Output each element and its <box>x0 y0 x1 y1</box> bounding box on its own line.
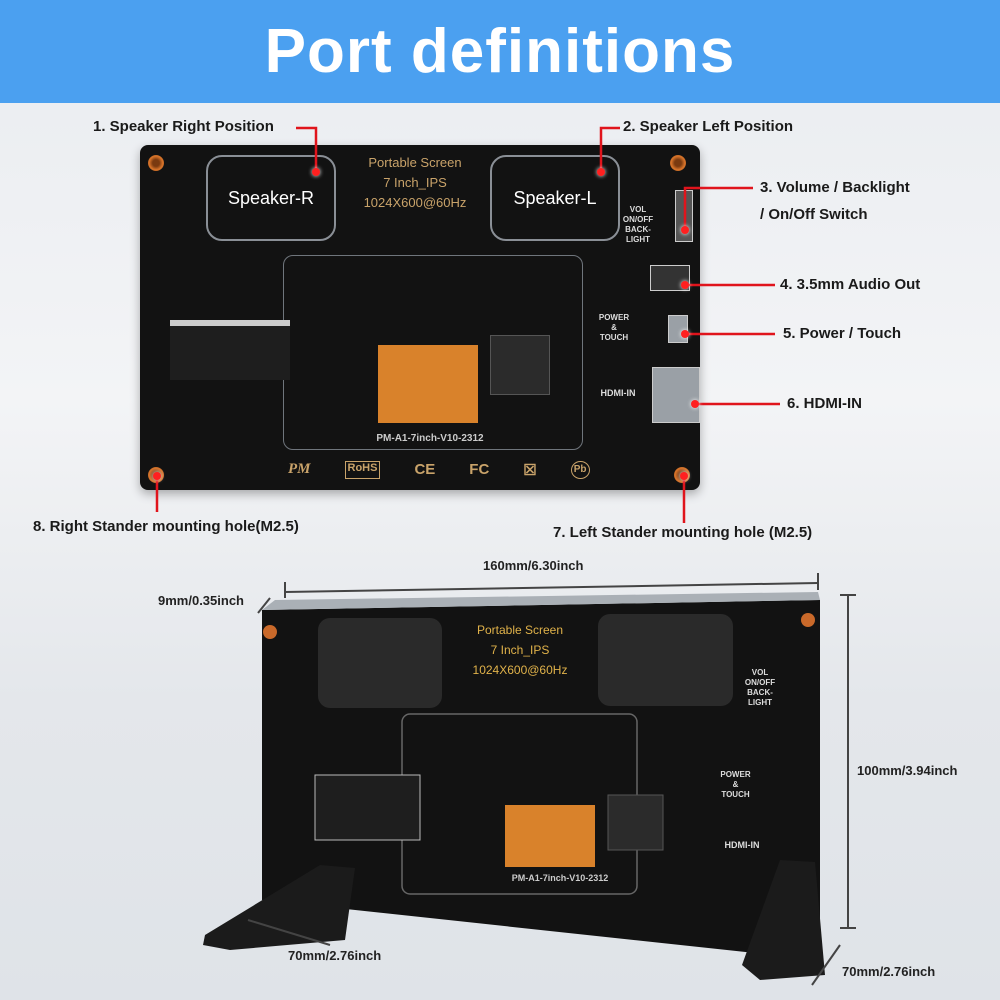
fpc-connector <box>505 805 595 867</box>
pcb-board-top-view: Speaker-R Speaker-L Portable Screen 7 In… <box>140 145 700 490</box>
controller-chip <box>607 794 664 851</box>
display-area-outline <box>401 713 638 895</box>
spec-line: Portable Screen <box>368 155 462 170</box>
backlight-label-2: LIGHT <box>748 698 772 707</box>
vol-label: VOL <box>629 205 647 214</box>
logo-pm: PM <box>288 461 311 477</box>
callout-dot <box>312 168 320 176</box>
logo-rohs: RoHS <box>344 461 381 479</box>
spec-line: 1024X600@60Hz <box>472 663 568 677</box>
ribbon-connector <box>170 320 290 380</box>
logo-pb: Pb <box>570 461 590 479</box>
spec-line: 7 Inch_IPS <box>490 643 550 657</box>
backlight-label-2: LIGHT <box>626 235 650 244</box>
controller-chip <box>490 335 550 395</box>
logo-ce: CE <box>414 461 436 478</box>
callout-power-touch: 5. Power / Touch <box>783 325 902 342</box>
backlight-label: BACK- <box>747 688 773 697</box>
touch-label: TOUCH <box>599 333 629 342</box>
page-title: Port definitions <box>264 17 736 86</box>
callout-dot <box>681 226 689 234</box>
model-label: PM-A1-7inch-V10-2312 <box>376 433 484 444</box>
model-label: PM-A1-7inch-V10-2312 <box>511 873 609 883</box>
dimension-stand-right: 70mm/2.76inch <box>842 964 936 979</box>
left-stand <box>203 865 355 950</box>
mounting-hole <box>670 155 686 171</box>
dimension-width: 160mm/6.30inch <box>483 558 584 573</box>
callout-dot <box>153 472 161 480</box>
callout-speaker-left: 2. Speaker Left Position <box>623 118 794 135</box>
mounting-hole <box>801 613 815 627</box>
speaker-l-area: Speaker-L <box>490 155 620 241</box>
spec-line: 7 Inch_IPS <box>383 175 447 190</box>
callout-dot <box>681 330 689 338</box>
callout-speaker-right: 1. Speaker Right Position <box>93 118 274 135</box>
callout-dot <box>680 472 688 480</box>
speaker-l <box>598 614 733 706</box>
spec-line: Portable Screen <box>476 623 564 637</box>
ribbon-connector <box>314 774 421 841</box>
speaker-r-area: Speaker-R <box>206 155 336 241</box>
logo-weee: ☒ <box>523 462 537 479</box>
right-stand <box>742 860 825 980</box>
hdmi-label: HDMI-IN <box>600 388 636 398</box>
callout-left-stander-hole: 7. Left Stander mounting hole (M2.5) <box>553 524 813 541</box>
dimension-thickness: 9mm/0.35inch <box>158 593 244 608</box>
volume-switch[interactable] <box>675 190 693 242</box>
callout-dot <box>681 281 689 289</box>
callout-dot <box>597 168 605 176</box>
hdmi-label: HDMI-IN <box>724 840 760 850</box>
hdmi-port[interactable] <box>652 367 700 423</box>
callout-dot <box>691 400 699 408</box>
dimension-stand-left: 70mm/2.76inch <box>288 948 382 963</box>
board-edge <box>262 592 820 610</box>
dimension-height: 100mm/3.94inch <box>857 763 958 778</box>
backlight-label: BACK- <box>625 225 651 234</box>
speaker-r <box>318 618 442 708</box>
touch-label: TOUCH <box>721 790 750 799</box>
power-label: POWER <box>720 770 751 779</box>
onoff-label: ON/OFF <box>622 215 654 224</box>
fpc-connector <box>378 345 478 423</box>
usb-c-port[interactable] <box>668 315 688 343</box>
callout-volume-switch: 3. Volume / Backlight <box>760 179 910 196</box>
title-banner: Port definitions <box>0 0 1000 103</box>
callout-volume-switch-2: / On/Off Switch <box>760 206 868 223</box>
vol-label: VOL <box>751 668 769 677</box>
callout-audio-out: 4. 3.5mm Audio Out <box>780 276 921 293</box>
and-label: & <box>732 780 739 789</box>
callout-right-stander-hole: 8. Right Stander mounting hole(M2.5) <box>33 518 299 535</box>
logo-fcc: FC <box>469 461 490 478</box>
power-label: POWER <box>598 313 630 322</box>
mounting-hole <box>148 155 164 171</box>
callout-hdmi-in: 6. HDMI-IN <box>787 395 862 412</box>
and-label: & <box>611 323 617 332</box>
spec-line: 1024X600@60Hz <box>363 195 467 210</box>
mounting-hole <box>263 625 277 639</box>
onoff-label: ON/OFF <box>744 678 776 687</box>
